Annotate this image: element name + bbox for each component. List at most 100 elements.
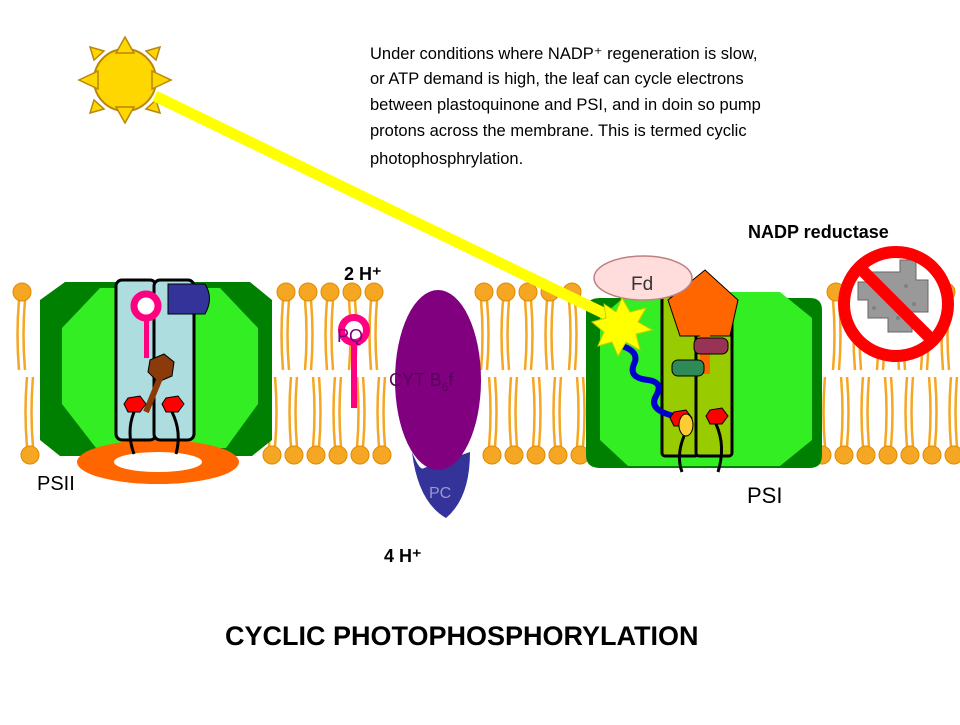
lipid-tail [889,376,894,448]
lipid-head [276,282,296,302]
lipid-head [922,445,942,465]
lipid-head [350,445,370,465]
description-text: Under conditions where NADP⁺ regeneratio… [370,45,761,168]
lipid-tail [500,299,505,371]
lipid-tail [567,299,572,371]
description-line: between plastoquinone and PSI, and in do… [370,96,761,114]
lipid-tail [24,376,29,448]
lipid-tail [573,299,578,371]
lipid-tail [904,376,909,448]
lipid-tail [866,376,871,448]
lipid-tail [368,299,373,371]
lipid-tail [361,376,366,448]
lipid-head [12,282,32,302]
nadp-reductase-label: NADP reductase [748,222,889,242]
lipid-head [262,445,282,465]
cyt-b6f-label: CYT B6f [389,370,454,394]
lipid-tail [355,376,360,448]
sun-icon [77,35,173,125]
lipid-tail [506,299,511,371]
lipid-tail [311,376,316,448]
psii-complex [40,278,272,484]
lipid-tail [280,299,285,371]
lipid-tail [309,299,314,371]
lipid-tail [16,299,21,371]
lipid-tail [317,376,322,448]
lipid-tail [575,376,580,448]
pc-label: PC [429,485,451,502]
lipid-tail [552,376,557,448]
lipid-head [900,445,920,465]
lipid-tail [845,376,850,448]
lipid-head [306,445,326,465]
lipid-tail [376,376,381,448]
lipid-tail [294,376,299,448]
lipid-tail [860,376,865,448]
lipid-tail [948,376,953,448]
lipid-tail [839,376,844,448]
lipid-tail [581,376,586,448]
lipid-tail [303,299,308,371]
ferredoxin [593,255,693,301]
lipid-head [878,445,898,465]
lipid-tail [954,376,959,448]
lipid-head [342,282,362,302]
page-title: CYCLIC PHOTOPHOSPHORYLATION [225,621,699,651]
lipid-head [298,282,318,302]
lipid-tail [288,376,293,448]
description-line: protons across the membrane. This is ter… [370,122,747,140]
lipid-tail [883,376,888,448]
lipid-tail [822,376,827,448]
lipid-head [834,445,854,465]
lipid-head [474,282,494,302]
lipid-tail [529,299,534,371]
lipid-tail [523,299,528,371]
proton-label-top: 2 H⁺ [344,264,382,284]
lipid-tail [485,299,490,371]
lipid-head [328,445,348,465]
description-line: photophosphrylation. [370,150,523,168]
proton-label-bottom: 4 H⁺ [384,546,422,566]
psii-label: PSII [37,473,75,495]
description-line: or ATP demand is high, the leaf can cycl… [370,70,744,88]
pq-label: PQ [337,326,363,346]
lipid-head [372,445,392,465]
lipid-tail [933,376,938,448]
lipid-tail [508,376,513,448]
lipid-tail [324,299,329,371]
lipid-tail [558,376,563,448]
lipid-tail [382,376,387,448]
cytochrome-b6f [395,290,481,518]
lipid-head [20,445,40,465]
lipid-tail [550,299,555,371]
lipid-tail [374,299,379,371]
lipid-tail [537,376,542,448]
light-beam [152,91,654,358]
lipid-head [548,445,568,465]
psi-label: PSI [747,483,782,508]
lipid-tail [514,376,519,448]
lipid-head [944,445,960,465]
lipid-head [856,445,876,465]
lipid-head [526,445,546,465]
lipid-tail [531,376,536,448]
lipid-head [518,282,538,302]
lipid-head [364,282,384,302]
lipid-tail [544,299,549,371]
description-line: Under conditions where NADP⁺ regeneratio… [370,45,757,63]
plastoquinone [338,314,370,408]
lipid-tail [493,376,498,448]
lipid-head [504,445,524,465]
lipid-tail [332,376,337,448]
lipid-tail [22,299,27,371]
lipid-head [320,282,340,302]
lipid-tail [479,299,484,371]
lipid-tail [30,376,35,448]
lipid-tail [338,376,343,448]
lipid-tail [927,376,932,448]
lipid-tail [487,376,492,448]
lipid-head [284,445,304,465]
psi-complex [586,269,822,473]
lipid-tail [831,299,836,371]
